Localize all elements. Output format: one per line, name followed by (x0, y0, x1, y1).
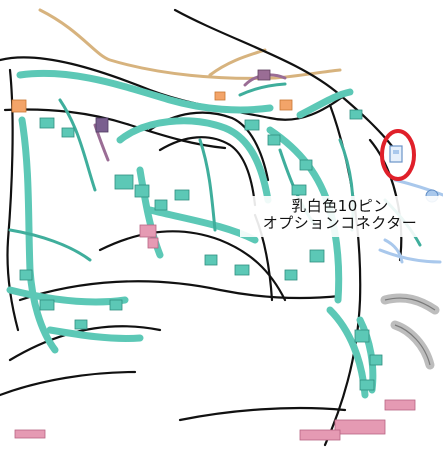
connector-block (354, 329, 370, 343)
gray-hose (390, 320, 435, 370)
orange-connectors (11, 91, 293, 113)
connector-blocks (19, 109, 383, 391)
orange-connector (279, 99, 293, 111)
callout-line-2: オプションコネクター (262, 214, 418, 233)
thin-wire-1 (58, 98, 97, 192)
harness-lower-left (6, 286, 129, 306)
pink-connector (139, 224, 157, 238)
blue-line (393, 178, 443, 197)
harness-lower-branch (46, 326, 144, 342)
connector-block (309, 249, 325, 263)
callout-line-1: 乳白色10ピン (291, 197, 389, 215)
gray-hoses (380, 293, 440, 370)
highlight-circle (380, 129, 416, 181)
connector-block (267, 134, 281, 146)
harness-right-arc (296, 88, 354, 119)
outline-lower-sweep (18, 280, 342, 302)
connector-block (284, 269, 298, 281)
pink-connector (384, 399, 416, 411)
connector-block (39, 299, 55, 311)
pink-connector (334, 419, 386, 435)
connector-block (174, 189, 190, 201)
connector-block (349, 109, 363, 120)
connector-block (359, 379, 375, 391)
milky-white-connector-icon (389, 145, 403, 163)
outline-bottom-left (8, 325, 162, 362)
outline-lower-panel (3, 108, 227, 150)
harness-top-run (16, 69, 274, 114)
connector-block (19, 269, 33, 281)
outline-bottom-sweep (178, 406, 347, 422)
thin-wire-4 (8, 228, 92, 262)
outline-inner-arch (158, 136, 257, 207)
connector-block (234, 264, 250, 276)
pink-connector (299, 429, 341, 441)
connector-block (74, 319, 88, 330)
connector-block (109, 299, 123, 311)
purple-connector (257, 69, 271, 81)
thin-wire-2 (198, 138, 217, 232)
purple-connector (95, 117, 109, 133)
gray-hose-outline (384, 297, 436, 366)
blue-lines (378, 178, 443, 264)
outline-right-frame (323, 103, 362, 447)
harness-center-loop (116, 117, 272, 204)
connector-block (291, 184, 307, 196)
pink-connector (147, 237, 159, 249)
connector-block (134, 184, 150, 198)
connector-block (154, 199, 168, 211)
tan-wire (38, 8, 342, 80)
connector-block (244, 119, 260, 131)
outline-left-edge (6, 68, 20, 332)
outline-cowl (173, 8, 397, 152)
blue-line (378, 248, 442, 264)
harness-left-vertical (18, 116, 59, 354)
connector-block (39, 117, 55, 129)
tan-wire-branch (208, 48, 267, 77)
outline-lower-left-long (0, 370, 137, 397)
connector-block (204, 254, 218, 266)
orange-connector (214, 91, 226, 101)
connector-block (369, 354, 383, 366)
connector-block (61, 127, 75, 138)
callout-label: 乳白色10ピン オプションコネクター (240, 196, 440, 237)
orange-connector (11, 99, 27, 113)
connector-block (114, 174, 134, 190)
connector-block (299, 159, 313, 171)
thin-wire-5 (238, 82, 287, 97)
outline-diagonal (98, 230, 287, 302)
blue-line (383, 238, 404, 264)
tan-wire-group (38, 8, 342, 80)
pink-connectors (14, 224, 416, 441)
pink-connector (14, 429, 46, 439)
gray-hose (380, 293, 440, 315)
